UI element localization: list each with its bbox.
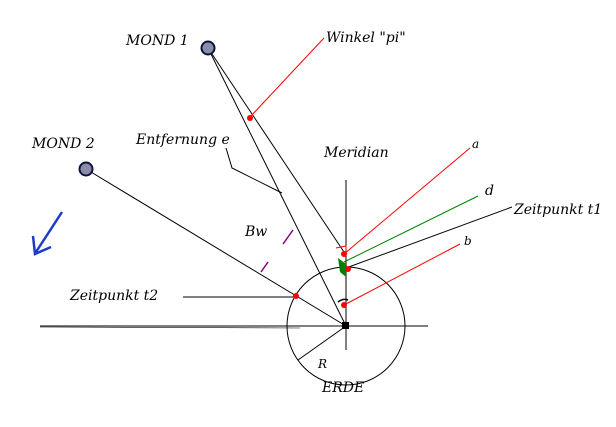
label-mond2: MOND 2 — [31, 136, 95, 152]
label-r: R — [317, 357, 327, 371]
label-zeitpunkt-t1: Zeitpunkt t1 — [513, 202, 602, 218]
label-meridian: Meridian — [323, 145, 389, 161]
red-line-a — [343, 147, 471, 255]
bw-tick-upper — [282, 229, 294, 245]
angle-arc — [337, 298, 349, 303]
red-line-b — [343, 243, 461, 306]
radius-line — [297, 325, 347, 361]
moon2-to-earth-center — [85, 168, 347, 327]
red-dot-t1 — [345, 266, 351, 272]
label-winkel-pi: Winkel "pi" — [326, 30, 406, 46]
earth-center-marker — [342, 322, 349, 329]
zeitpunkt-t1-line — [345, 206, 513, 269]
green-angle-wedge — [338, 258, 346, 277]
green-line-d — [343, 195, 479, 263]
red-dot-a — [341, 251, 347, 257]
label-erde: ERDE — [321, 380, 364, 396]
label-mond1: MOND 1 — [125, 33, 189, 49]
red-dot-winkel — [247, 115, 253, 121]
label-entfernung: Entfernung e — [135, 132, 230, 148]
horizon-line-offset — [39, 326, 301, 329]
small-red-marker — [335, 245, 347, 252]
red-dot-t2 — [293, 293, 299, 299]
label-b: b — [464, 234, 472, 248]
arrow-down-left-icon — [31, 211, 64, 256]
label-d: d — [485, 183, 494, 199]
moon2-circle — [78, 161, 94, 177]
label-a: a — [472, 137, 479, 151]
red-dot-b — [341, 302, 347, 308]
moon1-to-surface — [207, 47, 345, 253]
bw-tick-lower — [260, 261, 269, 273]
moon1-to-earth-center — [207, 47, 347, 327]
entfernung-pointer — [225, 147, 283, 194]
winkel-pi-pointer — [249, 37, 325, 118]
label-zeitpunkt-t2: Zeitpunkt t2 — [69, 288, 158, 304]
moon1-circle — [200, 40, 216, 56]
label-bw: Bw — [244, 224, 267, 240]
